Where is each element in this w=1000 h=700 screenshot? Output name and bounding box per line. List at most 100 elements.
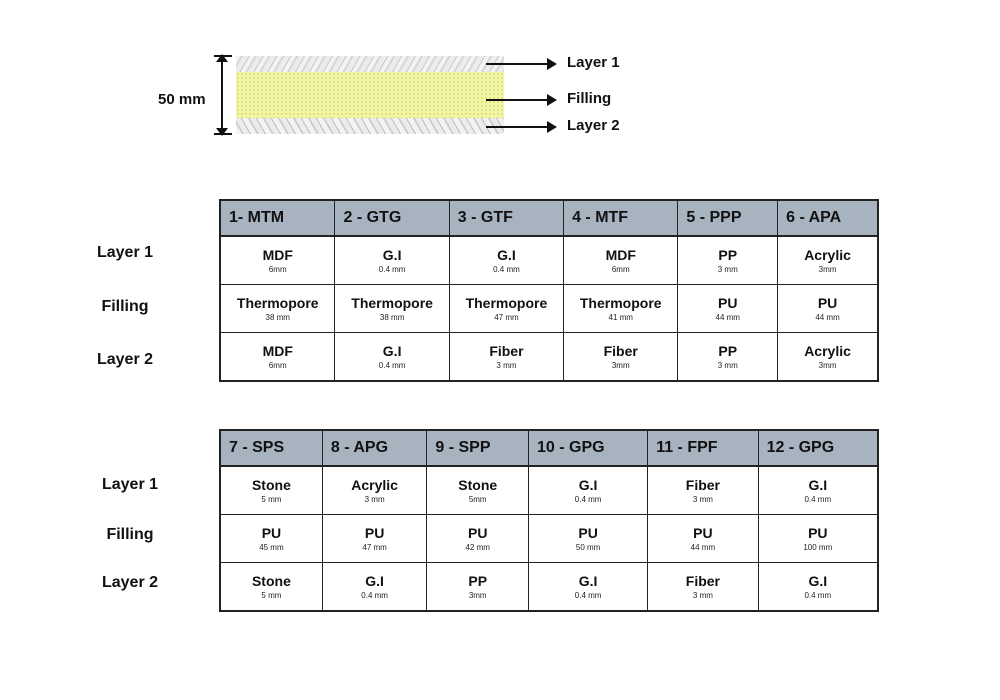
dimension-arrow-up-icon <box>216 54 228 62</box>
material-thickness: 3 mm <box>717 360 738 370</box>
material-thickness: 6mm <box>268 360 287 370</box>
material-thickness: 6mm <box>611 264 630 274</box>
filling-callout: Filling <box>567 90 612 107</box>
material-name: G.I <box>497 246 516 263</box>
material-name: PU <box>808 524 828 541</box>
material-name: Acrylic <box>804 342 851 359</box>
row-label-layer2: Layer 2 <box>101 574 159 591</box>
row-label-layer2: Layer 2 <box>96 351 154 368</box>
material-thickness: 41 mm <box>608 312 633 322</box>
dimension-arrow-down-icon <box>216 128 228 136</box>
layer1-arrow-icon <box>486 58 557 70</box>
material-name: Stone <box>251 476 291 493</box>
material-name: G.I <box>382 246 402 263</box>
material-name: G.I <box>365 572 384 589</box>
material-thickness: 47 mm <box>362 542 387 552</box>
material-thickness: 0.4 mm <box>493 264 520 274</box>
material-name: PU <box>817 294 838 311</box>
row-label-filling: Filling <box>106 526 154 543</box>
column-header: 12 - GPG <box>757 429 879 467</box>
material-thickness: 3mm <box>468 590 487 600</box>
column-header: 11 - FPF <box>647 429 759 467</box>
material-name: G.I <box>382 342 402 359</box>
material-thickness: 3 mm <box>496 360 517 370</box>
layer2-arrow-icon <box>486 121 557 133</box>
material-thickness: 0.4 mm <box>378 264 406 274</box>
layer1-callout: Layer 1 <box>567 54 620 71</box>
material-name: PU <box>364 524 385 541</box>
material-thickness: 3mm <box>818 360 837 370</box>
material-thickness: 0.4 mm <box>361 590 388 600</box>
filling-texture <box>236 72 504 118</box>
dimension-line <box>221 58 223 132</box>
material-name: Fiber <box>685 476 720 493</box>
material-name: Thermopore <box>579 294 662 311</box>
material-name: MDF <box>262 342 293 359</box>
material-thickness: 44 mm <box>815 312 840 322</box>
material-thickness: 3 mm <box>692 590 713 600</box>
material-name: Stone <box>251 572 291 589</box>
material-name: PP <box>468 572 488 589</box>
material-thickness: 100 mm <box>803 542 833 552</box>
row-label-layer1: Layer 1 <box>101 476 159 493</box>
column-header: 6 - APA <box>777 199 879 237</box>
material-name: Thermopore <box>236 294 319 311</box>
material-thickness: 0.4 mm <box>574 494 602 504</box>
material-thickness: 3mm <box>818 264 837 274</box>
column-header: 1- MTM <box>219 199 336 237</box>
panel-cross-section-diagram: 50 mm Layer 1 Filling Layer 2 <box>0 0 1000 170</box>
material-name: Thermopore <box>465 294 548 311</box>
layer2-texture <box>236 118 504 134</box>
material-thickness: 3 mm <box>364 494 385 504</box>
material-thickness: 0.4 mm <box>804 590 832 600</box>
material-name: Fiber <box>685 572 720 589</box>
material-thickness: 44 mm <box>690 542 716 552</box>
material-thickness: 5 mm <box>261 590 282 600</box>
row-label-layer1: Layer 1 <box>96 244 154 261</box>
material-name: G.I <box>578 572 598 589</box>
thickness-label: 50 mm <box>158 91 206 108</box>
material-thickness: 5 mm <box>261 494 282 504</box>
column-header: 9 - SPP <box>426 429 530 467</box>
material-name: MDF <box>262 246 293 263</box>
column-header: 4 - MTF <box>563 199 679 237</box>
material-thickness: 0.4 mm <box>378 360 406 370</box>
material-thickness: 42 mm <box>465 542 490 552</box>
column-header: 2 - GTG <box>334 199 450 237</box>
material-name: MDF <box>605 246 636 263</box>
